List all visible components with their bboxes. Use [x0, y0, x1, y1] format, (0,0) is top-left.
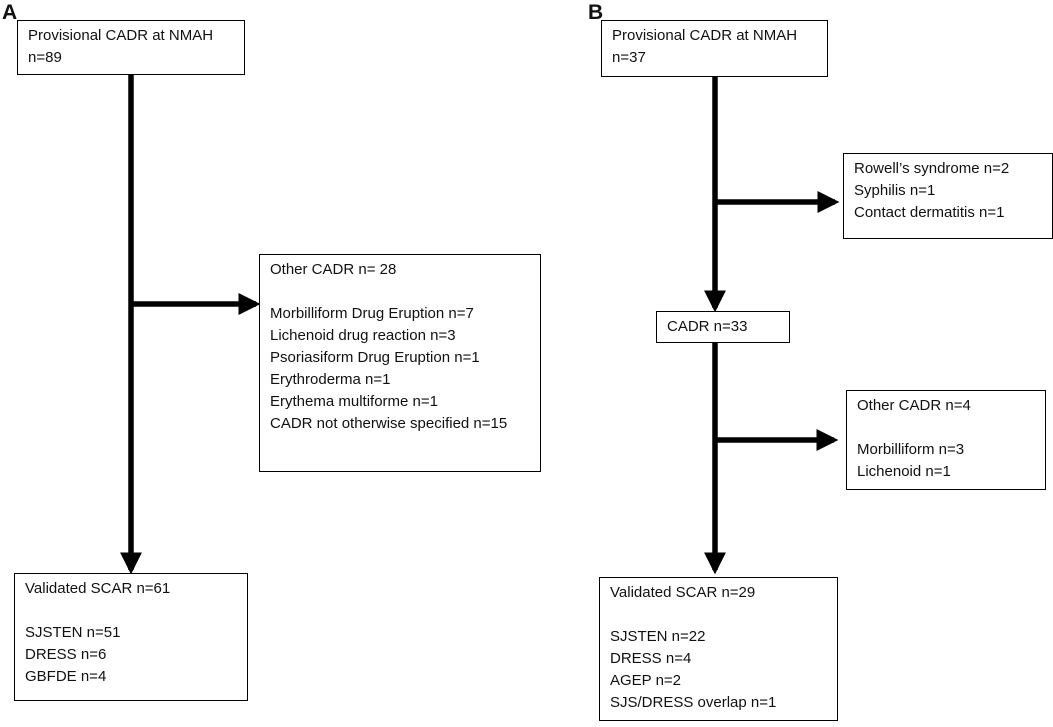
box-a-result-item: GBFDE n=4: [25, 668, 107, 685]
box-b-excluded-1-item: Syphilis n=1: [854, 182, 936, 199]
box-b-result-title: Validated SCAR n=29: [610, 584, 756, 601]
box-b-result-item: DRESS n=4: [610, 650, 692, 667]
box-a-excluded-title: Other CADR n= 28: [270, 261, 397, 278]
box-a-start-line: n=89: [28, 49, 62, 66]
box-a-excluded-item: Morbilliform Drug Eruption n=7: [270, 305, 474, 322]
box-b-excluded-2-item: Lichenoid n=1: [857, 463, 951, 480]
box-b-result: Validated SCAR n=29 SJSTEN n=22 DRESS n=…: [599, 577, 838, 721]
panel-label-a: A: [2, 1, 18, 24]
box-b-excluded-1-item: Rowell’s syndrome n=2: [854, 160, 1010, 177]
box-b-result-item: SJS/DRESS overlap n=1: [610, 694, 777, 711]
box-b-middle-title: CADR n=33: [667, 318, 748, 335]
box-b-excluded-1-item: Contact dermatitis n=1: [854, 204, 1005, 221]
box-a-excluded-item: Erythema multiforme n=1: [270, 393, 438, 410]
box-b-excluded-2-item: Morbilliform n=3: [857, 441, 965, 458]
box-b-excluded-2-title: Other CADR n=4: [857, 397, 971, 414]
box-b-start-line: n=37: [612, 49, 646, 66]
box-b-start-line: Provisional CADR at NMAH: [612, 27, 798, 44]
box-a-excluded-item: CADR not otherwise specified n=15: [270, 415, 508, 432]
box-a-start: Provisional CADR at NMAH n=89: [17, 20, 245, 75]
box-b-excluded-2: Other CADR n=4 Morbilliform n=3 Lichenoi…: [846, 390, 1046, 490]
box-b-result-item: SJSTEN n=22: [610, 628, 706, 645]
box-a-excluded-item: Erythroderma n=1: [270, 371, 391, 388]
box-b-start: Provisional CADR at NMAH n=37: [601, 20, 828, 77]
box-a-result-item: DRESS n=6: [25, 646, 107, 663]
box-a-start-line: Provisional CADR at NMAH: [28, 27, 214, 44]
box-a-result-title: Validated SCAR n=61: [25, 580, 171, 597]
box-a-excluded: Other CADR n= 28 Morbilliform Drug Erupt…: [259, 254, 541, 472]
box-a-excluded-item: Lichenoid drug reaction n=3: [270, 327, 456, 344]
box-a-result: Validated SCAR n=61 SJSTEN n=51 DRESS n=…: [14, 573, 248, 701]
box-b-excluded-1: Rowell’s syndrome n=2 Syphilis n=1 Conta…: [843, 153, 1053, 239]
box-a-result-item: SJSTEN n=51: [25, 624, 121, 641]
box-b-result-item: AGEP n=2: [610, 672, 682, 689]
box-a-excluded-item: Psoriasiform Drug Eruption n=1: [270, 349, 480, 366]
box-b-middle: CADR n=33: [656, 311, 790, 343]
panel-label-b: B: [588, 1, 604, 24]
